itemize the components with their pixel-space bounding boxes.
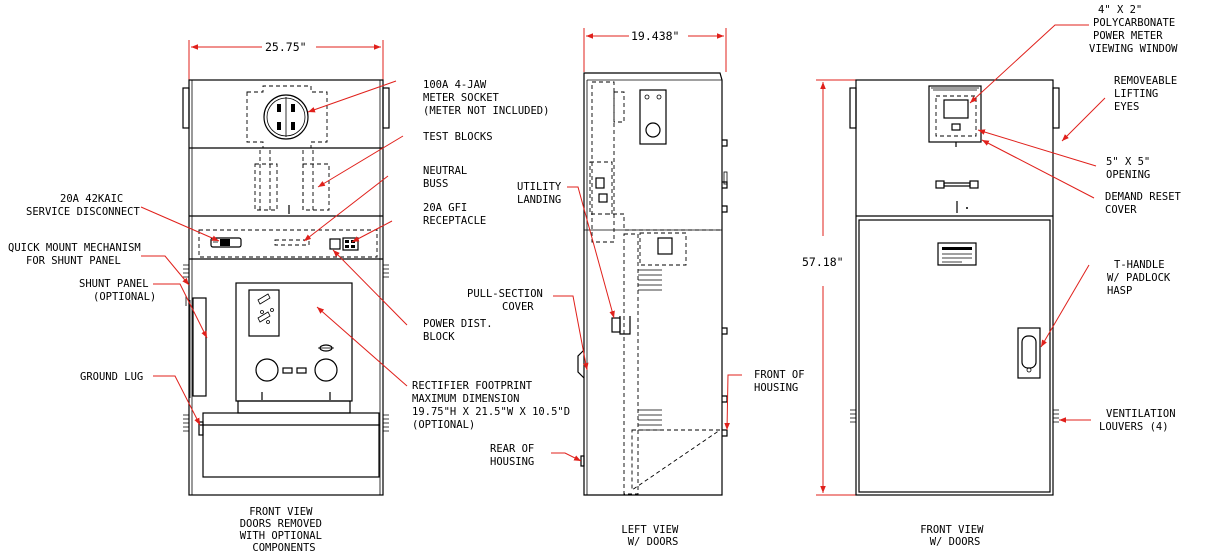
test-blocks [254,150,330,214]
pull-section-handle [577,349,585,379]
lifting-eyes-label: REMOVEABLE LIFTING EYES [1114,75,1184,113]
side-depth-dimension: 19.438" [583,28,727,72]
left-view-leaders [551,186,742,462]
ground-lug [198,421,204,436]
front-view-doors-caption: FRONT VIEW W/ DOORS [920,524,990,548]
height-label: 57.18" [802,255,844,269]
t-handle-label: T-HANDLE W/ PADLOCK HASP [1107,259,1177,297]
front-door-cabinet-outline [855,79,1054,496]
gfi-receptacle-label: 20A GFI RECEPTACLE [423,202,486,227]
nameplate [937,242,977,266]
service-disconnect-label: 20A 42KAIC SERVICE DISCONNECT [26,193,140,218]
front-view-doors-removed: 25.75" [182,40,390,496]
front-width-dimension: 25.75" [188,40,384,80]
test-blocks-label: TEST BLOCKS [423,131,493,143]
service-disconnect [210,237,242,248]
power-dist-block-label: POWER DIST. BLOCK [423,318,499,343]
viewing-window-label: 4" X 2" POLYCARBONATE POWER METER VIEWIN… [1089,4,1182,55]
rear-of-housing-label: REAR OF HOUSING [490,443,541,468]
shunt-panel-label: SHUNT PANEL (OPTIONAL) [79,278,156,303]
front-view-with-doors: 57.18" [802,79,1060,496]
left-view: 19.438" [577,28,728,496]
front-view-leaders [140,80,408,426]
front-width-label: 25.75" [265,40,307,54]
neutral-buss-label: NEUTRAL BUSS [423,165,474,190]
ventilation-label: VENTILATION LOUVERS (4) [1099,408,1182,433]
front-of-housing-label: FRONT OF HOUSING [754,369,811,394]
utility-landing-label: UTILITY LANDING [517,181,568,206]
rectifier-footprint [235,282,353,414]
side-depth-label: 19.438" [631,29,679,43]
front-view-doors-removed-caption: FRONT VIEW DOORS REMOVED WITH OPTIONAL C… [240,506,329,554]
ground-lug-label: GROUND LUG [80,371,143,383]
side-louvers-lower [638,409,662,431]
side-cabinet-outline [583,72,723,496]
front-doors-leaders [969,24,1106,423]
rectifier-label: RECTIFIER FOOTPRINT MAXIMUM DIMENSION 19… [412,380,576,431]
quick-mount-label: QUICK MOUNT MECHANISM FOR SHUNT PANEL [8,242,147,267]
demand-reset-label: DEMAND RESET COVER [1105,191,1187,216]
left-view-caption: LEFT VIEW W/ DOORS [621,524,684,548]
front-cabinet-outline [188,79,384,496]
front-louvers-left [183,264,189,432]
meter-socket [246,85,328,149]
demand-reset-handle [935,180,979,213]
side-louvers-upper [638,269,662,291]
front-louvers-right [383,264,389,432]
t-handle [1017,327,1041,379]
opening-label: 5" X 5" OPENING [1106,156,1157,181]
meter-socket-label: 100A 4-JAW METER SOCKET (METER NOT INCLU… [423,79,549,117]
front-base [202,412,380,478]
height-dimension: 57.18" [802,79,856,496]
neutral-buss [274,239,310,246]
shunt-panel [185,296,207,398]
meter-window [928,85,982,147]
pull-section-label: PULL-SECTION COVER [467,288,549,313]
component-panel [198,229,378,258]
utility-landing [611,316,631,335]
gfi-receptacle [329,237,359,251]
